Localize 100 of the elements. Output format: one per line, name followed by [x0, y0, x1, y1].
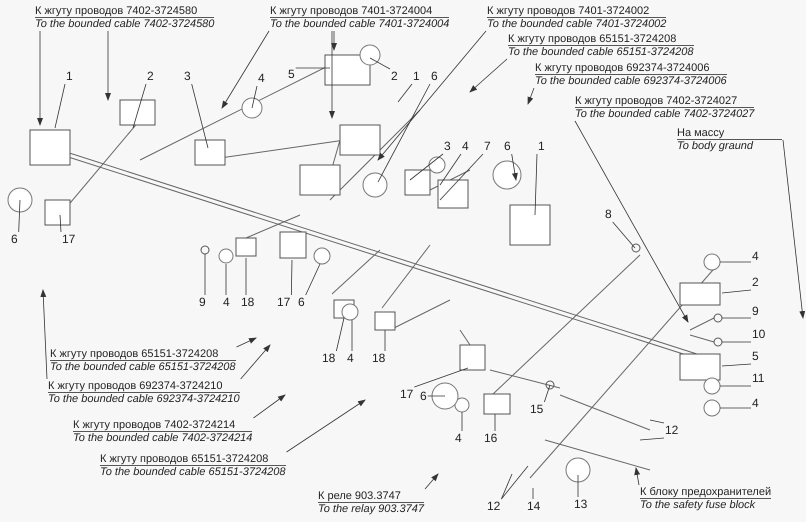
destination-label: К жгуту проводов 7402-3724214 — [73, 419, 252, 432]
leader-line — [54, 84, 66, 128]
callout-number: 15 — [530, 403, 544, 416]
destination-label-translation: To the safety fuse block — [640, 499, 756, 511]
leader-line — [60, 214, 62, 232]
callout-number: 5 — [288, 68, 295, 81]
callout-number: 1 — [538, 140, 545, 153]
callout-number: 6 — [420, 390, 427, 403]
callout-number: 17 — [400, 388, 414, 401]
callout-number: 4 — [462, 140, 469, 153]
destination-label: К жгуту проводов 692374-3724006 — [535, 62, 727, 75]
callout-number: 4 — [223, 296, 230, 309]
destination-label: На массу — [677, 127, 782, 140]
leader-line — [534, 154, 538, 216]
leader-arrow — [469, 58, 508, 93]
callout-number: 4 — [455, 432, 462, 445]
leader-arrow — [329, 30, 335, 119]
destination-label-translation: To the bounded cable 692374-3724210 — [48, 393, 240, 405]
callout-number: 6 — [11, 233, 18, 246]
callout-number: 14 — [527, 500, 540, 513]
destination-label: К жгуту проводов 7401-3724004 — [270, 5, 450, 18]
leader-line — [612, 222, 636, 248]
leader-line — [414, 368, 468, 388]
leader-arrow — [105, 30, 111, 101]
leader-arrow — [221, 30, 270, 109]
leader-line — [370, 58, 390, 70]
leader-line — [500, 474, 512, 500]
callout-number: 4 — [752, 250, 759, 263]
destination-label-translation: To the bounded cable 65151-3724208 — [50, 361, 236, 373]
leader-line — [132, 84, 146, 128]
callout-number: 12 — [487, 500, 500, 513]
callout-number: 4 — [347, 352, 354, 365]
leader-arrow — [511, 154, 518, 181]
destination-label: К жгуту проводов 692374-3724210 — [48, 380, 240, 393]
callout-number: 1 — [413, 70, 420, 83]
callout-number: 5 — [752, 350, 759, 363]
leader-line — [18, 200, 20, 232]
leader-arrow — [377, 30, 486, 161]
callout-number: 9 — [752, 305, 759, 318]
leader-arrow — [528, 88, 534, 105]
leader-line — [722, 290, 752, 294]
leader-line — [410, 154, 444, 180]
callout-number: 6 — [431, 70, 438, 83]
callout-number: 6 — [504, 140, 511, 153]
callout-number: 18 — [372, 352, 386, 365]
leader-arrow — [236, 338, 257, 348]
leader-line — [384, 330, 386, 352]
destination-label-translation: To the bounded cable 7402-3724214 — [73, 432, 252, 444]
leader-arrow — [424, 473, 439, 490]
leader-line — [290, 260, 292, 296]
destination-label: К жгуту проводов 7402-3724027 — [575, 95, 754, 108]
destination-label: К реле 903.3747 — [318, 490, 424, 503]
leader-arrow — [253, 394, 286, 418]
leader-line — [191, 84, 208, 148]
leader-arrow — [782, 140, 806, 319]
leader-arrow — [240, 344, 271, 380]
leader-arrow — [574, 120, 688, 323]
destination-label: К жгуту проводов 65151-3724208 — [508, 33, 694, 46]
destination-label-translation: To the bounded cable 7401-3724004 — [270, 18, 450, 30]
callout-number: 11 — [752, 372, 764, 385]
leader-line — [440, 154, 484, 200]
destination-label-translation: To the bounded cable 65151-3724208 — [100, 466, 286, 478]
callout-number: 8 — [605, 208, 612, 221]
leader-arrow — [634, 467, 640, 486]
leader-line — [305, 264, 320, 296]
callout-number: 2 — [391, 70, 398, 83]
destination-label-translation: To body graund — [677, 140, 754, 152]
destination-label: К жгуту проводов 7401-3724002 — [487, 5, 666, 18]
leader-line — [722, 364, 752, 366]
callout-number: 1 — [66, 70, 73, 83]
callout-number: 18 — [322, 352, 336, 365]
destination-label-translation: To the bounded cable 7402-3724027 — [575, 108, 754, 120]
leader-line — [336, 318, 344, 352]
callout-number: 16 — [484, 432, 498, 445]
leader-arrow — [37, 30, 43, 126]
callout-number: 3 — [444, 140, 451, 153]
leader-line — [500, 466, 528, 500]
callout-number: 12 — [665, 424, 678, 437]
callout-number: 10 — [752, 328, 766, 341]
destination-label-translation: To the bounded cable 7401-3724002 — [487, 18, 666, 30]
leader-arrow — [331, 30, 337, 51]
callout-number: 6 — [298, 296, 305, 309]
leader-line — [544, 384, 550, 402]
destination-label: К блоку предохранителей — [640, 486, 772, 499]
destination-label-translation: To the bounded cable 65151-3724208 — [508, 46, 694, 58]
callout-number: 9 — [199, 296, 206, 309]
callout-number: 7 — [484, 140, 491, 153]
leader-line — [252, 86, 258, 108]
destination-label: К жгуту проводов 65151-3724208 — [100, 453, 286, 466]
callout-number: 18 — [241, 296, 254, 309]
destination-label: К жгуту проводов 7402-3724580 — [35, 5, 214, 18]
leader-line — [378, 84, 430, 182]
callout-number: 2 — [752, 276, 759, 289]
callout-number: 17 — [277, 296, 290, 309]
leader-arrow — [40, 289, 48, 380]
leader-line — [650, 420, 664, 424]
leader-line — [204, 254, 206, 296]
destination-label-translation: To the bounded cable 7402-3724580 — [35, 18, 214, 30]
destination-label-translation: To the bounded cable 692374-3724006 — [535, 75, 727, 87]
leader-line — [532, 488, 534, 500]
